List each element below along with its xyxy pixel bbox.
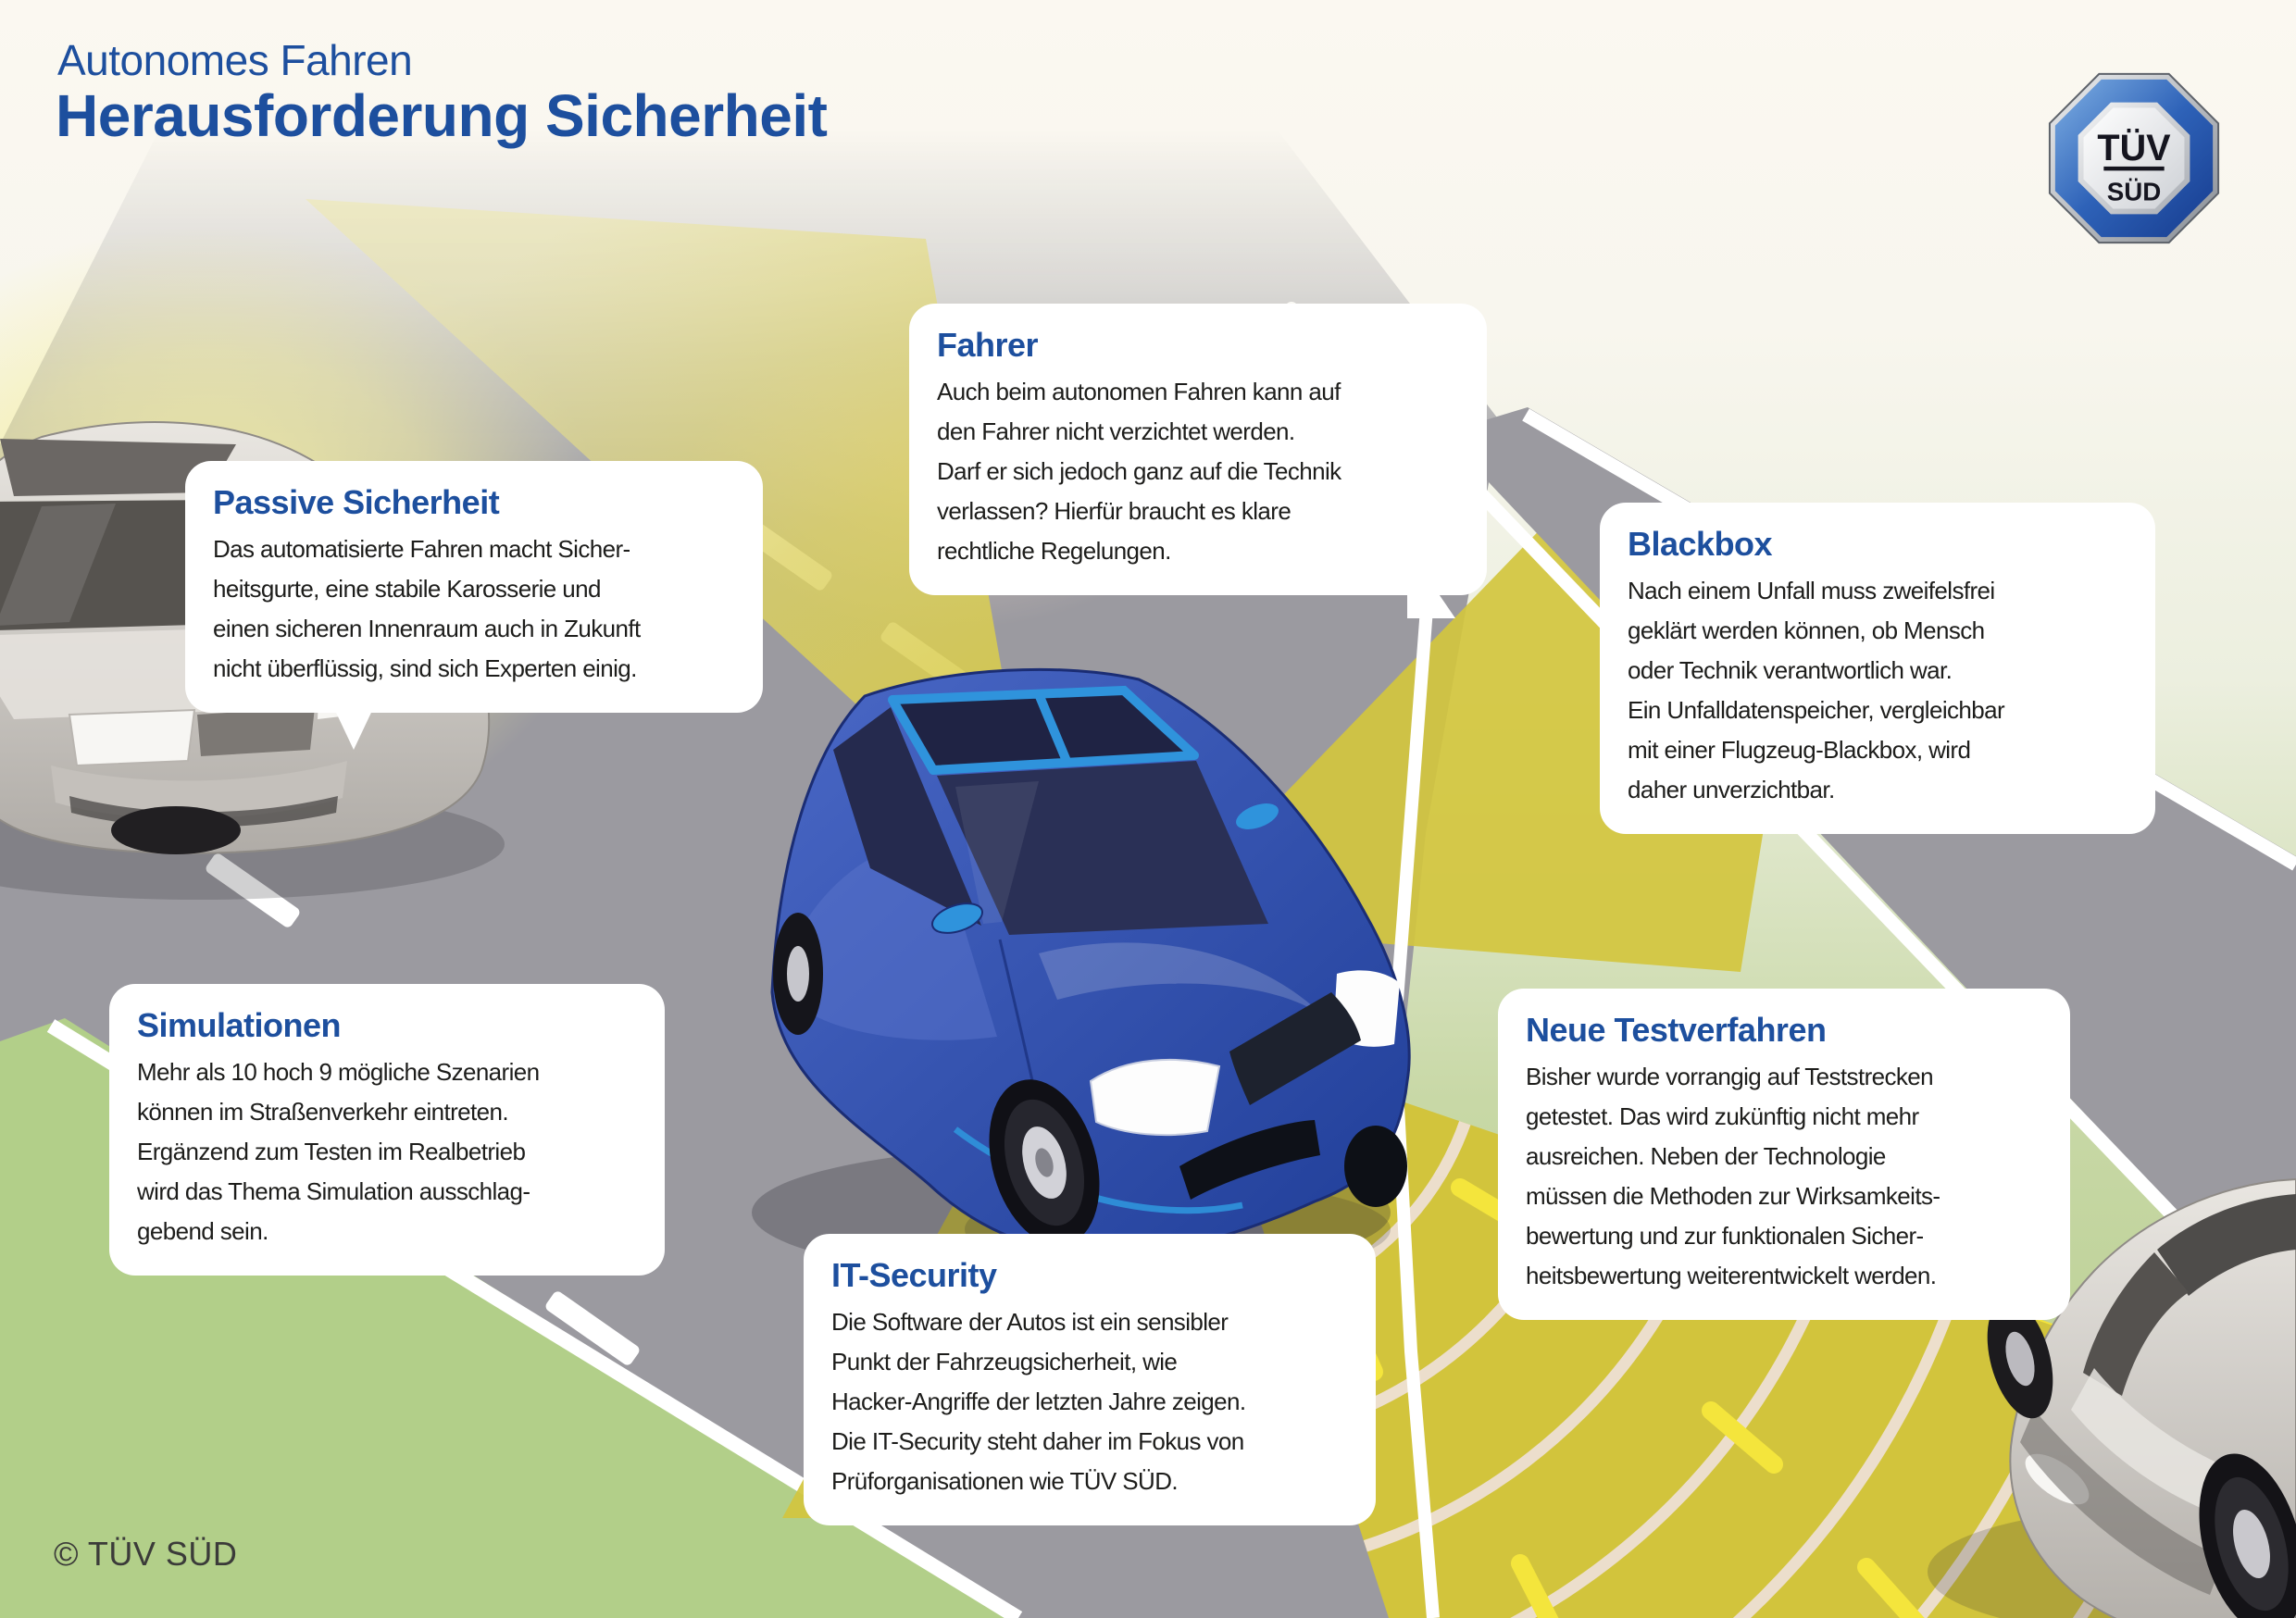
logo-text-sued: SÜD bbox=[2107, 178, 2162, 206]
callout-blackbox: Blackbox Nach einem Unfall muss zweifels… bbox=[1600, 503, 2155, 834]
callout-it-security: IT-Security Die Software der Autos ist e… bbox=[804, 1234, 1376, 1525]
sunroof-glass bbox=[892, 691, 1194, 770]
side-window bbox=[833, 707, 981, 926]
page-title: Herausforderung Sicherheit bbox=[56, 82, 828, 149]
car-gray-right bbox=[1928, 1177, 2296, 1618]
headlight-left bbox=[1089, 1058, 1221, 1137]
windshield bbox=[937, 761, 1268, 935]
callout-title: Passive Sicherheit bbox=[213, 483, 500, 521]
callout-title: Fahrer bbox=[937, 326, 1039, 364]
callout-simulationen: Simulationen Mehr als 10 hoch 9 mögliche… bbox=[109, 984, 665, 1276]
autonomous-car-blue bbox=[752, 667, 1411, 1279]
logo-text-tuev: TÜV bbox=[2097, 128, 2171, 168]
callout-body: Auch beim autonomen Fahren kann auf den … bbox=[937, 378, 1341, 565]
callout-body: Die Software der Autos ist ein sensibler… bbox=[831, 1308, 1246, 1495]
air-intake bbox=[1179, 1120, 1320, 1200]
callout-title: Neue Testverfahren bbox=[1526, 1011, 1827, 1049]
callout-body: Bisher wurde vorrangig auf Teststrecken … bbox=[1526, 1063, 1940, 1289]
callout-passive-sicherheit: Passive Sicherheit Das automatisierte Fa… bbox=[185, 461, 763, 713]
callout-fahrer: Fahrer Auch beim autonomen Fahren kann a… bbox=[909, 304, 1487, 595]
callout-title: IT-Security bbox=[831, 1256, 997, 1294]
side-mirror bbox=[931, 902, 983, 934]
callout-body: Das automatisierte Fahren macht Sicher- … bbox=[213, 535, 641, 682]
copyright-notice: © TÜV SÜD bbox=[54, 1535, 238, 1573]
callout-body: Mehr als 10 hoch 9 mögliche Szenarien kö… bbox=[137, 1058, 540, 1245]
tuev-sued-logo-icon: TÜV SÜD bbox=[2048, 72, 2220, 244]
page-kicker: Autonomes Fahren bbox=[57, 36, 413, 84]
front-wheel bbox=[989, 1079, 1100, 1246]
callout-body: Nach einem Unfall muss zweifelsfrei gekl… bbox=[1628, 577, 2005, 803]
callout-neue-testverfahren: Neue Testverfahren Bisher wurde vorrangi… bbox=[1498, 989, 2070, 1320]
road-edge-line bbox=[1387, 473, 1443, 1618]
callout-title: Simulationen bbox=[137, 1006, 342, 1044]
callout-title: Blackbox bbox=[1628, 525, 1773, 563]
grille bbox=[1229, 992, 1361, 1105]
